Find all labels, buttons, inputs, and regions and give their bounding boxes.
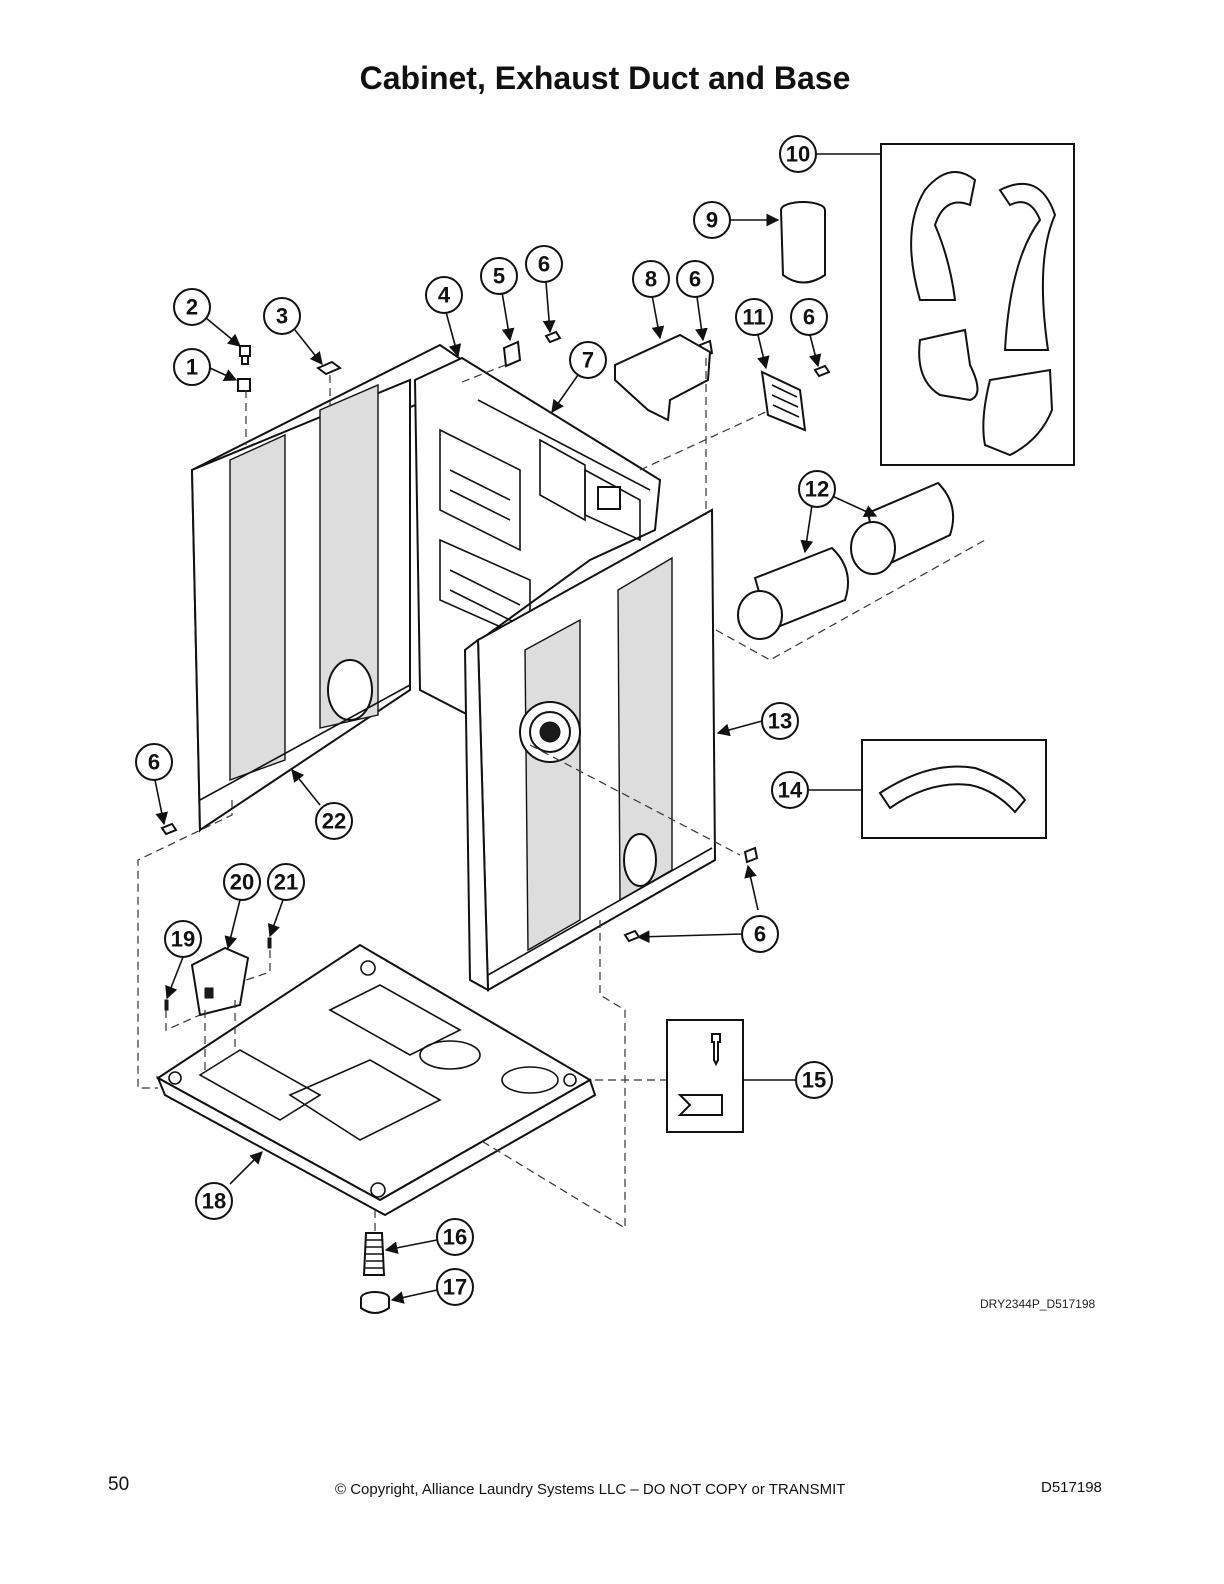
svg-text:15: 15 <box>802 1068 826 1093</box>
svg-text:8: 8 <box>645 267 657 292</box>
svg-text:11: 11 <box>742 305 765 330</box>
callout-7: 7 <box>569 341 607 379</box>
cabinet-left-side-panel <box>190 343 463 833</box>
svg-text:13: 13 <box>768 709 792 734</box>
svg-text:10: 10 <box>786 142 810 167</box>
callout-6-bracket: 6 <box>676 260 714 298</box>
cabinet-right-side-panel <box>463 508 717 992</box>
callout-12: 12 <box>798 470 836 508</box>
callout-3: 3 <box>263 297 301 335</box>
inset-box-10-exhaust-hoses <box>880 143 1075 466</box>
svg-text:5: 5 <box>493 264 505 289</box>
callout-8: 8 <box>632 260 670 298</box>
svg-text:7: 7 <box>582 348 594 373</box>
svg-text:9: 9 <box>706 208 718 233</box>
callout-20: 20 <box>223 863 261 901</box>
svg-text:19: 19 <box>171 927 195 952</box>
callout-22: 22 <box>315 802 353 840</box>
svg-text:6: 6 <box>689 267 701 292</box>
svg-text:6: 6 <box>803 305 815 330</box>
svg-text:17: 17 <box>443 1275 467 1300</box>
callout-13: 13 <box>761 702 799 740</box>
callout-9: 9 <box>693 201 731 239</box>
page-number: 50 <box>108 1474 130 1495</box>
callout-1: 1 <box>173 348 211 386</box>
callout-21: 21 <box>267 863 305 901</box>
callout-6-left-panel: 6 <box>135 743 173 781</box>
inset-box-15-screw-and-clip <box>666 1019 744 1133</box>
svg-text:6: 6 <box>148 750 160 775</box>
diagram-code: DRY2344P_D517198 <box>980 1297 1096 1311</box>
callout-14: 14 <box>771 771 809 809</box>
small-hardware-parts <box>160 201 954 1314</box>
svg-text:4: 4 <box>438 283 451 308</box>
copyright-notice: © Copyright, Alliance Laundry Systems LL… <box>335 1481 846 1498</box>
svg-text:6: 6 <box>754 922 766 947</box>
svg-text:16: 16 <box>443 1225 467 1250</box>
callout-19: 19 <box>164 920 202 958</box>
cabinet-rear-panel <box>413 356 662 722</box>
callout-6-cover: 6 <box>790 298 828 336</box>
svg-text:2: 2 <box>186 295 198 320</box>
dryer-base <box>155 943 597 1217</box>
callout-17: 17 <box>436 1268 474 1306</box>
callout-18: 18 <box>195 1182 233 1220</box>
callout-5: 5 <box>480 257 518 295</box>
svg-text:6: 6 <box>538 252 550 277</box>
svg-text:3: 3 <box>276 304 288 329</box>
callout-15: 15 <box>795 1061 833 1099</box>
assembly-dashed-lines <box>137 358 986 1232</box>
svg-text:12: 12 <box>805 477 829 502</box>
callout-6-bottom-right: 6 <box>741 915 779 953</box>
svg-text:1: 1 <box>186 355 198 380</box>
svg-text:21: 21 <box>274 870 298 895</box>
svg-text:20: 20 <box>230 870 254 895</box>
callout-2: 2 <box>173 288 211 326</box>
callout-10: 10 <box>779 135 817 173</box>
callout-leader-lines <box>154 153 881 1304</box>
callout-6-top-left: 6 <box>525 245 563 283</box>
document-number: D517198 <box>1041 1479 1102 1496</box>
callout-4: 4 <box>425 276 463 314</box>
svg-text:22: 22 <box>322 809 346 834</box>
callout-11: 11 <box>735 298 773 336</box>
svg-text:18: 18 <box>202 1189 226 1214</box>
inset-box-14-flexible-duct <box>861 739 1047 839</box>
svg-text:14: 14 <box>778 778 803 803</box>
callout-16: 16 <box>436 1218 474 1256</box>
page-title: Cabinet, Exhaust Duct and Base <box>359 60 851 96</box>
